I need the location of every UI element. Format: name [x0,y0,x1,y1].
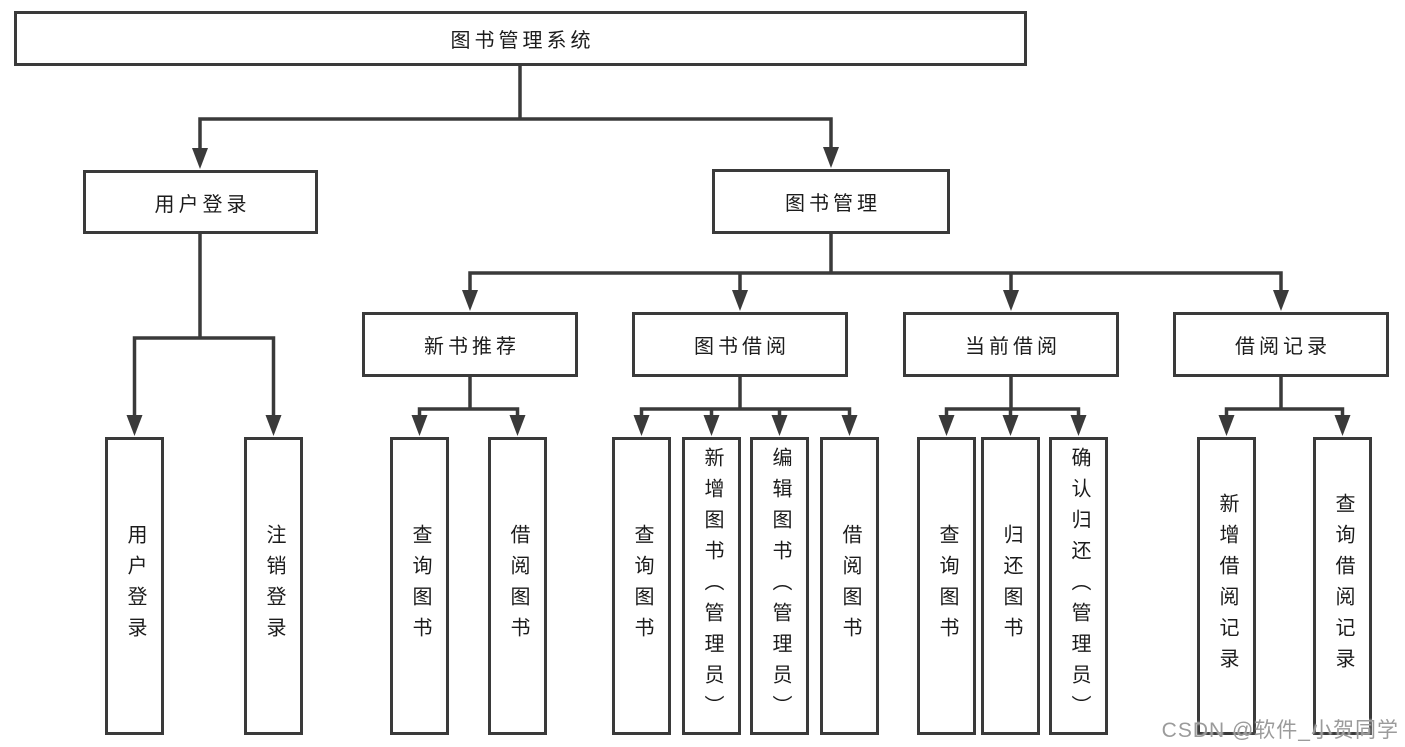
arrowhead [265,415,282,436]
leaf-borrow-query-books: 查询图书 [612,437,671,735]
arrowhead [1334,415,1351,436]
arrowhead [411,415,428,436]
arrowhead [1218,415,1235,436]
connector-newbook-to-leaves [417,375,520,417]
connector-bookmgmt-to-level3 [468,232,1283,292]
leaf-current-confirm-return-admin: 确认归还（管理员） [1049,437,1108,735]
arrowhead [462,290,478,311]
leaf-newbook-borrow-books: 借阅图书 [488,437,547,735]
node-current-borrow: 当前借阅 [903,312,1119,377]
arrowhead [509,415,526,436]
leaf-current-return-books: 归还图书 [981,437,1040,735]
connector-root-to-level2 [198,64,833,150]
leaf-borrow-add-books-admin: 新增图书（管理员） [682,437,741,735]
leaf-borrow-borrow-books: 借阅图书 [820,437,879,735]
arrowhead [1070,415,1087,436]
leaf-newbook-query-books: 查询图书 [390,437,449,735]
node-root-library-system: 图书管理系统 [14,11,1027,66]
node-user-login: 用户登录 [83,170,318,234]
connector-records-to-leaves [1224,375,1345,417]
leaf-borrow-edit-books-admin: 编辑图书（管理员） [750,437,809,735]
node-new-book-recommend: 新书推荐 [362,312,578,377]
leaf-records-add: 新增借阅记录 [1197,437,1256,735]
connector-currentborrow-to-leaves [944,375,1081,417]
connector-bookborrow-to-leaves [639,375,852,417]
arrowhead [841,415,858,436]
arrowhead [771,415,788,436]
leaf-logout: 注销登录 [244,437,303,735]
connector-userlogin-to-leaves [132,232,276,417]
node-book-management: 图书管理 [712,169,950,234]
arrowhead [633,415,650,436]
arrowhead [126,415,143,436]
arrowhead [703,415,720,436]
watermark: CSDN @软件_小贺同学 [1161,719,1399,742]
leaf-user-login: 用户登录 [105,437,164,735]
leaf-current-query-books: 查询图书 [917,437,976,735]
leaf-records-query: 查询借阅记录 [1313,437,1372,735]
arrowhead [938,415,955,436]
arrowhead [1273,290,1289,311]
arrowhead [1002,415,1019,436]
arrowhead [192,148,208,169]
node-borrow-records: 借阅记录 [1173,312,1389,377]
arrowhead [823,147,839,168]
arrowhead [732,290,748,311]
arrowhead [1003,290,1019,311]
node-book-borrow: 图书借阅 [632,312,848,377]
